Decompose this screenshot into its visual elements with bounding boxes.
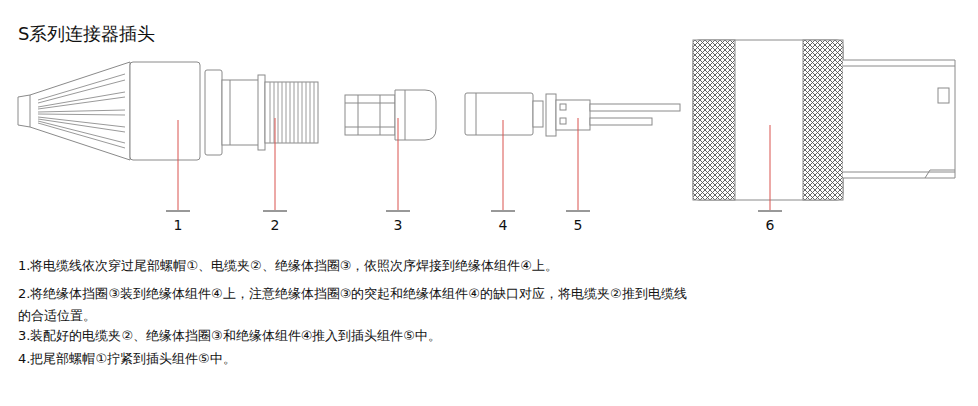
callout-number: 6 bbox=[766, 216, 775, 234]
instruction-note: 3.装配好的电缆夹②、绝缘体挡圈③和绝缘体组件④推入到插头组件⑤中。 bbox=[18, 328, 441, 345]
title: S系列连接器插头 bbox=[18, 22, 155, 45]
instruction-note: 2.将绝缘体挡圈③装到绝缘体组件④上，注意绝缘体挡圈③的突起和绝缘体组件④的缺口… bbox=[18, 283, 763, 327]
callout-number: 1 bbox=[174, 216, 183, 234]
tail-nut bbox=[18, 62, 200, 160]
callout-number: 4 bbox=[499, 216, 508, 234]
callout-number: 2 bbox=[271, 216, 280, 234]
instruction-note: 4.把尾部螺帽①拧紧到插头组件⑤中。 bbox=[18, 351, 236, 368]
plug-body bbox=[693, 40, 955, 200]
plug-assembly bbox=[546, 94, 680, 136]
insulator-assembly bbox=[465, 93, 543, 135]
cable-clamp bbox=[205, 70, 318, 155]
leader-lines bbox=[178, 118, 770, 210]
callout-number: 5 bbox=[574, 216, 583, 234]
callout-ticks bbox=[166, 211, 782, 212]
insulator-ring bbox=[345, 90, 436, 140]
callout-number: 3 bbox=[394, 216, 403, 234]
instruction-note: 1.将电缆线依次穿过尾部螺帽①、电缆夹②、绝缘体挡圈③，依照次序焊接到绝缘体组件… bbox=[18, 258, 558, 275]
